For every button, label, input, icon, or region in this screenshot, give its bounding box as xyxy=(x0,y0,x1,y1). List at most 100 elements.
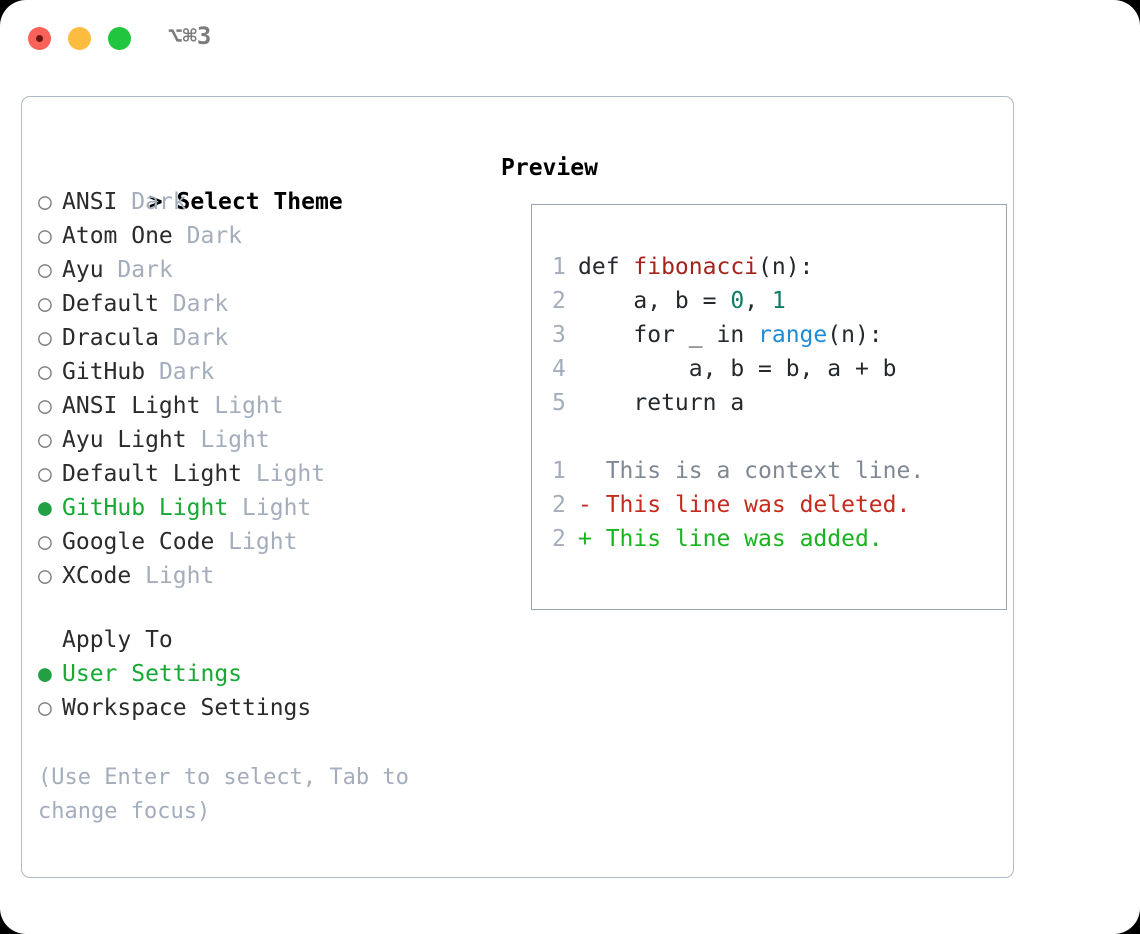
spacer xyxy=(117,189,131,215)
apply-to-label: Workspace Settings xyxy=(62,695,312,721)
code-token: a, b = xyxy=(578,288,731,314)
radio-empty-icon[interactable]: ○ xyxy=(38,257,52,283)
theme-name-label: Default Light xyxy=(62,461,243,487)
spacer xyxy=(173,223,187,249)
radio-empty-icon[interactable]: ○ xyxy=(38,223,52,249)
keyboard-shortcut-label: ⌥⌘3 xyxy=(168,22,212,50)
theme-variant-tag: Dark xyxy=(186,223,243,249)
spacer xyxy=(552,420,998,454)
radio-empty-icon[interactable]: ○ xyxy=(38,325,52,351)
theme-variant-tag: Light xyxy=(200,427,270,453)
theme-name-label: GitHub Light xyxy=(62,495,229,521)
spacer xyxy=(38,725,478,759)
diff-text: This line was deleted. xyxy=(605,492,911,518)
line-number: 3 xyxy=(552,322,566,348)
code-line: 3 for _ in range(n): xyxy=(552,318,998,352)
spacer xyxy=(131,563,145,589)
theme-variant-tag: Light xyxy=(255,461,326,487)
radio-empty-icon[interactable]: ○ xyxy=(38,189,52,215)
radio-empty-icon[interactable]: ○ xyxy=(38,427,52,453)
code-token: 1 xyxy=(771,288,786,314)
theme-variant-tag: Light xyxy=(228,529,298,555)
theme-list-item[interactable]: ○Ayu Light Light xyxy=(38,423,478,457)
theme-list-item[interactable]: ○XCode Light xyxy=(38,559,478,593)
theme-variant-tag: Dark xyxy=(172,291,229,317)
theme-variant-tag: Dark xyxy=(117,257,173,283)
radio-selected-icon[interactable]: ● xyxy=(38,661,52,687)
keyboard-hint-text: (Use Enter to select, Tab to change focu… xyxy=(38,765,409,824)
diff-line: 2- This line was deleted. xyxy=(552,488,998,522)
theme-list-item[interactable]: ○ Google Code Light xyxy=(38,525,478,559)
spacer xyxy=(214,529,228,555)
theme-list-item[interactable]: ● GitHub Light Light xyxy=(38,491,478,525)
apply-to-item[interactable]: ● User Settings xyxy=(38,657,478,691)
radio-selected-icon[interactable]: ● xyxy=(38,495,52,521)
radio-empty-icon[interactable]: ○ xyxy=(38,529,52,555)
spacer xyxy=(159,325,173,351)
diff-line: 2+ This line was added. xyxy=(552,522,998,556)
radio-empty-icon[interactable]: ○ xyxy=(38,563,52,589)
maximize-window-button[interactable] xyxy=(108,27,131,50)
diff-sample: 1 This is a context line.2- This line wa… xyxy=(552,454,998,556)
line-number: 5 xyxy=(552,390,566,416)
code-token: fibonacci xyxy=(633,254,759,280)
title-bar: ⌥⌘3 xyxy=(0,0,1140,78)
code-token: , xyxy=(744,288,772,314)
theme-list-item[interactable]: ○ANSI Dark xyxy=(38,185,478,219)
theme-list-item[interactable]: ○ ANSI Light Light xyxy=(38,389,478,423)
line-number: 1 xyxy=(552,458,566,484)
radio-empty-icon[interactable]: ○ xyxy=(38,359,52,385)
spacer xyxy=(145,359,159,385)
theme-name-label: Google Code xyxy=(62,529,215,555)
select-theme-header-label: Select Theme xyxy=(176,189,343,215)
theme-list-item[interactable]: ○GitHub Dark xyxy=(38,355,478,389)
close-window-button[interactable] xyxy=(28,27,51,50)
minimize-window-button[interactable] xyxy=(68,27,91,50)
theme-variant-tag: Light xyxy=(145,563,215,589)
diff-marker: - xyxy=(578,492,606,518)
theme-name-label: ANSI Light xyxy=(62,393,201,419)
apply-to-header: Apply To xyxy=(62,627,173,653)
code-token: (n): xyxy=(827,322,883,348)
radio-empty-icon[interactable]: ○ xyxy=(38,291,52,317)
radio-empty-icon[interactable]: ○ xyxy=(38,695,52,721)
apply-to-label: User Settings xyxy=(62,661,243,687)
theme-name-label: Dracula xyxy=(62,325,159,351)
line-number: 2 xyxy=(552,526,566,552)
diff-text: This line was added. xyxy=(605,526,883,552)
theme-variant-tag: Dark xyxy=(158,359,215,385)
spacer xyxy=(159,291,173,317)
spacer xyxy=(200,393,214,419)
theme-list: ○ ANSI Dark ○ Atom One Dark ○ Ayu Dark ○ Defaul… xyxy=(38,185,478,593)
radio-empty-icon[interactable]: ○ xyxy=(38,393,52,419)
theme-list-item[interactable]: ○Dracula Dark xyxy=(38,321,478,355)
code-line: 4 a, b = b, a + b xyxy=(552,352,998,386)
theme-list-item[interactable]: ○ Atom One Dark xyxy=(38,219,478,253)
theme-variant-tag: Light xyxy=(214,393,284,419)
spacer xyxy=(228,495,242,521)
theme-name-label: Ayu xyxy=(62,257,104,283)
theme-list-item[interactable]: ○ Default Dark xyxy=(38,287,478,321)
code-token: for _ in xyxy=(578,322,759,348)
spacer xyxy=(187,427,201,453)
line-number: 2 xyxy=(552,492,566,518)
preview-title: Preview xyxy=(501,155,598,181)
line-number: 2 xyxy=(552,288,566,314)
radio-empty-icon[interactable]: ○ xyxy=(38,461,52,487)
theme-name-label: ANSI xyxy=(62,189,118,215)
theme-list-item[interactable]: ○ Ayu Dark xyxy=(38,253,478,287)
theme-variant-tag: Light xyxy=(242,495,312,521)
theme-name-label: Default xyxy=(62,291,159,317)
theme-name-label: Atom One xyxy=(62,223,173,249)
line-number: 1 xyxy=(552,254,566,280)
code-token: return a xyxy=(578,390,745,416)
code-token: 0 xyxy=(730,288,745,314)
spacer xyxy=(38,593,478,623)
theme-list-item[interactable]: ○ Default Light Light xyxy=(38,457,478,491)
apply-to-item[interactable]: ○ Workspace Settings xyxy=(38,691,478,725)
code-token: a, b = b, a + b xyxy=(578,356,897,382)
